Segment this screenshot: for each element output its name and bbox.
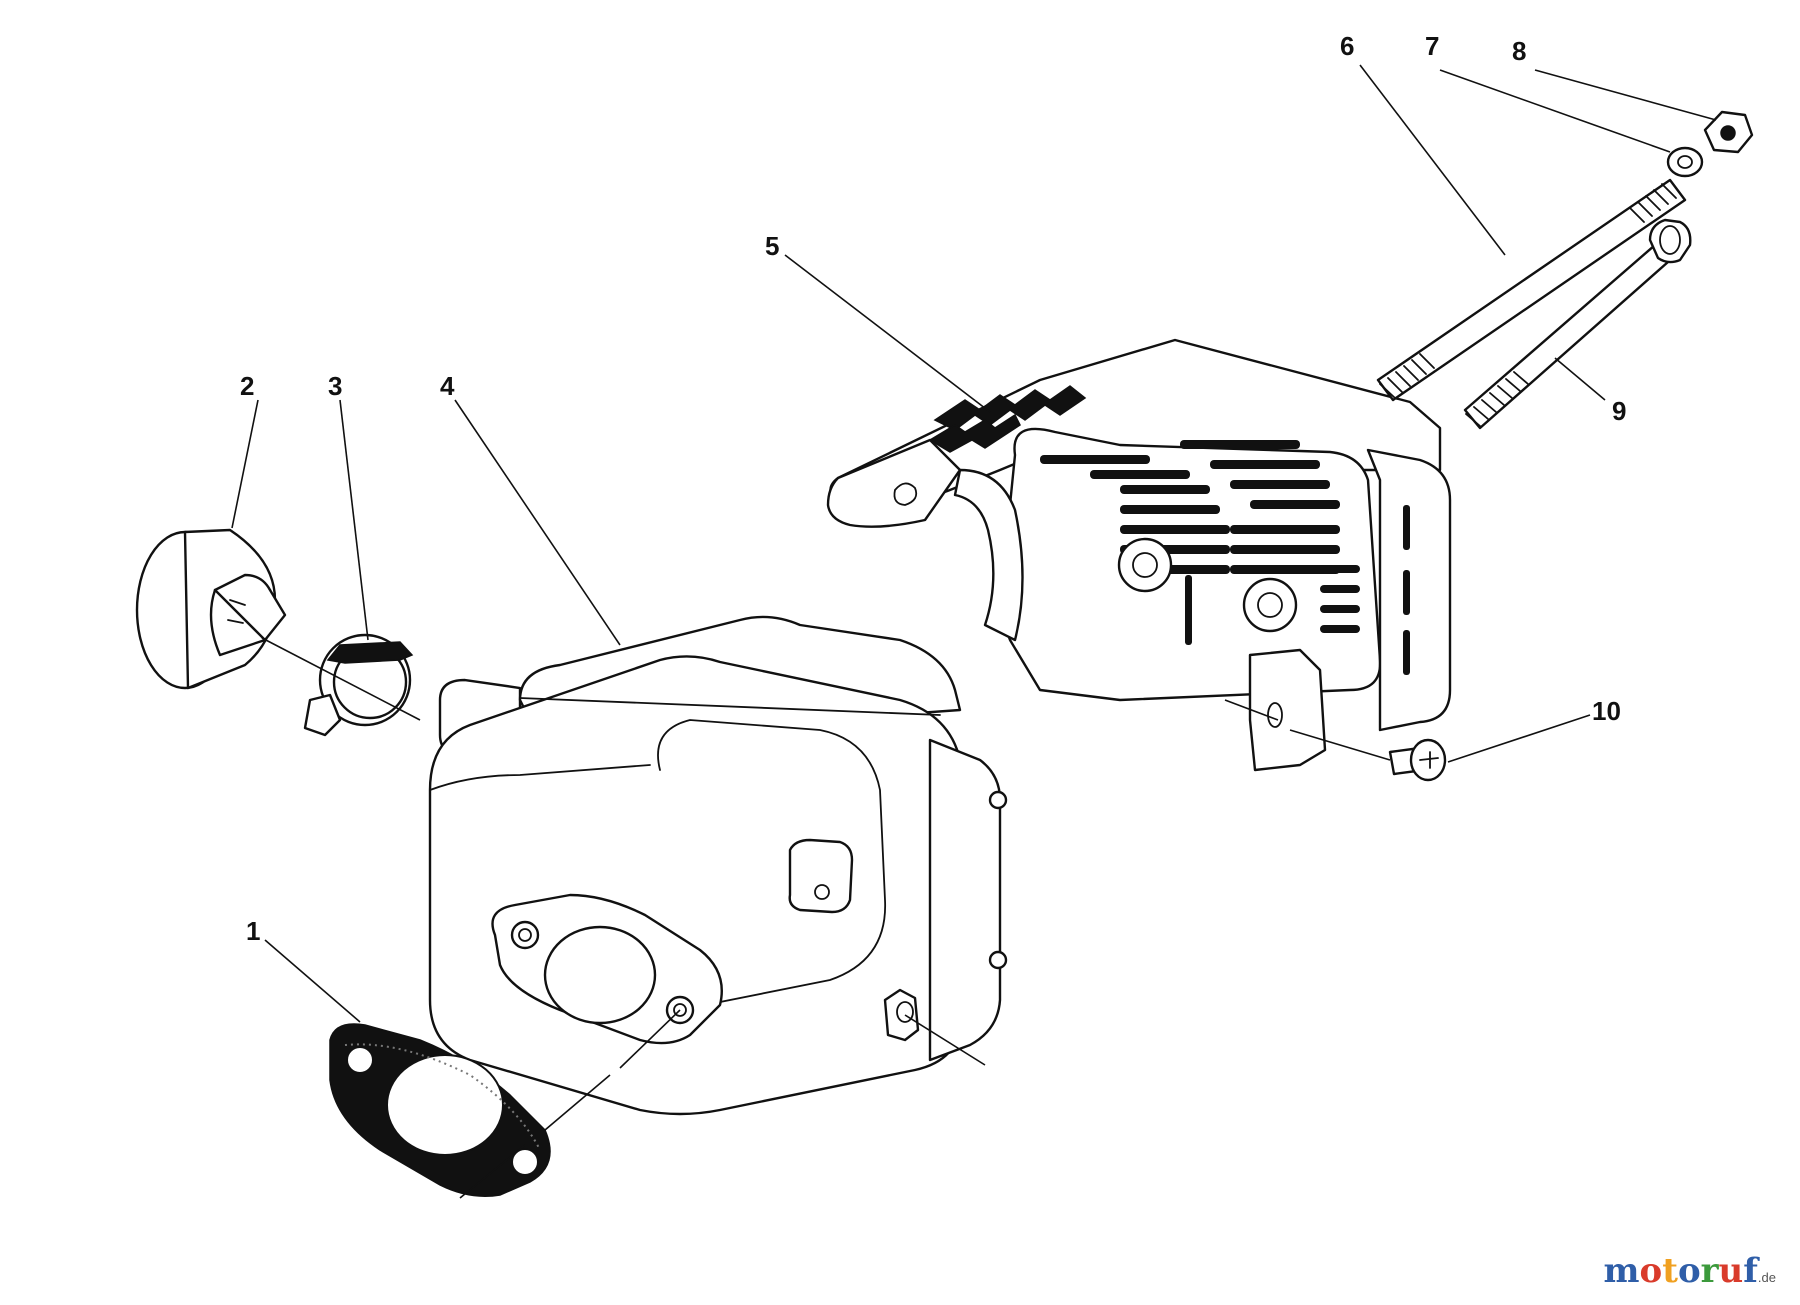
watermark-letter: f <box>1743 1251 1758 1291</box>
alignment-lines <box>261 637 1391 1199</box>
deflector-icon <box>135 528 287 690</box>
callout-6: 6 <box>1340 31 1354 61</box>
callout-10: 10 <box>1592 696 1621 726</box>
callout-7: 7 <box>1425 31 1439 61</box>
gasket-icon <box>329 1023 551 1197</box>
callout-5: 5 <box>765 231 779 261</box>
nut-icon <box>1703 110 1754 154</box>
watermark-letter: m <box>1603 1251 1640 1291</box>
muffler-icon <box>428 615 1008 1116</box>
leader-lines <box>231 64 1717 1023</box>
screw-icon <box>1388 738 1447 782</box>
watermark-suffix: .de <box>1757 1270 1776 1285</box>
watermark-letter: t <box>1662 1251 1678 1291</box>
callout-2: 2 <box>240 371 254 401</box>
watermark-letter: u <box>1718 1251 1744 1291</box>
callout-4: 4 <box>440 371 455 401</box>
washer-icon <box>1666 146 1704 178</box>
watermark-letters: motoruf <box>1604 1251 1758 1291</box>
watermark-letter: r <box>1700 1251 1719 1291</box>
callout-8: 8 <box>1512 36 1526 66</box>
bolt-icon <box>1463 218 1692 430</box>
heat-shield-icon <box>826 338 1452 772</box>
watermark-logo: motoruf.de <box>1604 1251 1776 1291</box>
watermark-letter: o <box>1677 1251 1701 1291</box>
stud-icon <box>1376 178 1687 402</box>
callout-1: 1 <box>246 916 260 946</box>
callout-3: 3 <box>328 371 342 401</box>
hose-clamp-icon <box>303 633 414 737</box>
watermark-letter: o <box>1639 1251 1663 1291</box>
callout-9: 9 <box>1612 396 1626 426</box>
callout-labels: 2 3 4 1 5 6 7 8 9 10 <box>240 31 1626 946</box>
